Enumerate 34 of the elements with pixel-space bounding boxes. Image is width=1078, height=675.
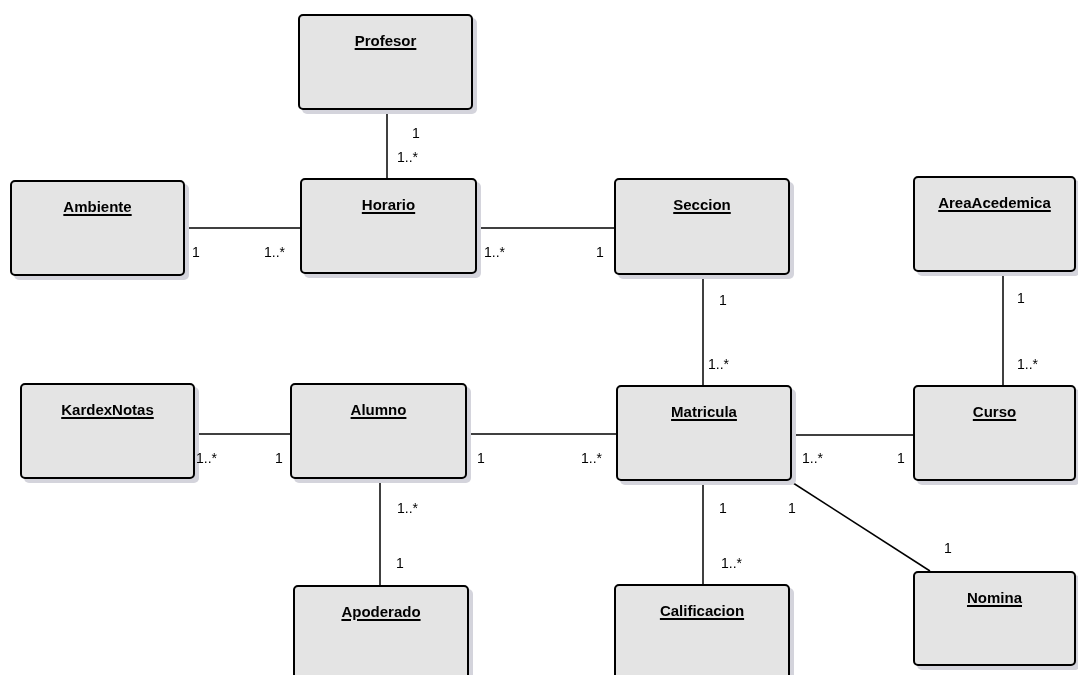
class-name: Matricula	[671, 403, 737, 420]
multiplicity-label: 1..*	[264, 244, 285, 260]
class-name: Horario	[361, 196, 416, 213]
multiplicity-label: 1..*	[802, 450, 823, 466]
multiplicity-label: 1	[396, 555, 404, 571]
multiplicity-label: 1	[897, 450, 905, 466]
multiplicity-label: 1	[719, 500, 727, 516]
class-name: Calificacion	[659, 602, 745, 619]
multiplicity-label: 1	[788, 500, 796, 516]
multiplicity-label: 1..*	[708, 356, 729, 372]
multiplicity-label: 1..*	[196, 450, 217, 466]
multiplicity-label: 1	[275, 450, 283, 466]
multiplicity-label: 1	[477, 450, 485, 466]
multiplicity-label: 1..*	[397, 149, 418, 165]
class-name: Ambiente	[63, 198, 132, 215]
class-name: Nomina	[967, 589, 1022, 606]
multiplicity-label: 1	[192, 244, 200, 260]
multiplicity-label: 1	[944, 540, 952, 556]
class-name: Alumno	[350, 401, 407, 418]
class-name: Profesor	[354, 32, 417, 49]
multiplicity-label: 1	[596, 244, 604, 260]
multiplicity-label: 1..*	[1017, 356, 1038, 372]
class-name: Seccion	[673, 196, 731, 213]
class-name: KardexNotas	[61, 401, 154, 418]
class-name: Apoderado	[341, 603, 421, 620]
class-name: Curso	[972, 403, 1017, 420]
multiplicity-label: 1	[719, 292, 727, 308]
multiplicity-label: 1..*	[484, 244, 505, 260]
multiplicity-label: 1..*	[397, 500, 418, 516]
multiplicity-label: 1..*	[581, 450, 602, 466]
multiplicity-label: 1..*	[721, 555, 742, 571]
class-name: AreaAcedemica	[938, 194, 1051, 211]
multiplicity-label: 1	[412, 125, 420, 141]
multiplicity-label: 1	[1017, 290, 1025, 306]
